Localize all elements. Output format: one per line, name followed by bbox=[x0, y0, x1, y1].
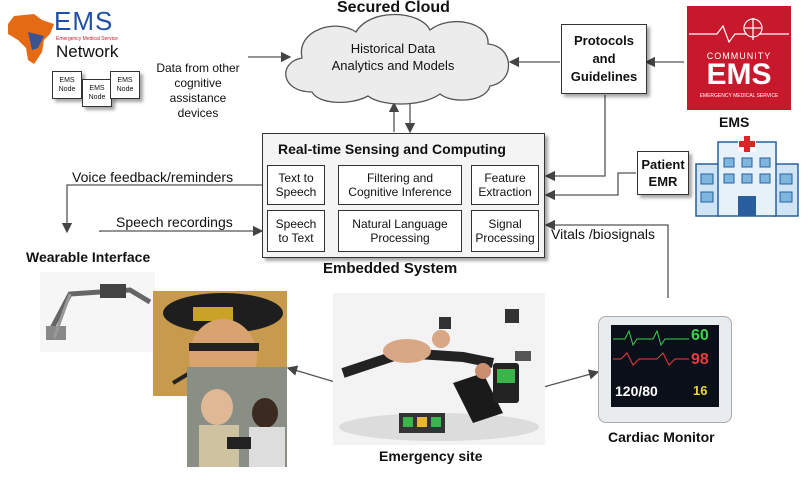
cardiac-monitor: 60 98 120/80 16 bbox=[598, 316, 732, 423]
cloud-text: Historical Data Analytics and Models bbox=[318, 40, 468, 74]
community-ems-sub: EMERGENCY MEDICAL SERVICE bbox=[699, 93, 779, 99]
cloud-shape bbox=[285, 13, 510, 105]
headset-icon bbox=[46, 284, 152, 340]
other-devices-line-3: assistance bbox=[169, 91, 227, 105]
cardiac-monitor-label: Cardiac Monitor bbox=[608, 429, 715, 445]
monitor-resp-rate: 16 bbox=[693, 383, 708, 398]
signal-line-1: Signal bbox=[488, 217, 522, 231]
vitals-label: Vitals /biosignals bbox=[551, 226, 656, 242]
other-devices-text: Data from other cognitive assistance dev… bbox=[146, 61, 250, 121]
community-ems-main: EMS bbox=[706, 58, 772, 91]
monitor-spo2: 98 bbox=[691, 351, 709, 368]
speech-to-text-line-1: Speech bbox=[275, 217, 317, 231]
emergency-site-image bbox=[333, 293, 545, 445]
ems-network-logo: EMS Emergency Medical Service Network bbox=[4, 6, 144, 68]
monitor-blood-pressure: 120/80 bbox=[615, 383, 658, 399]
ems-node-3-label: EMS Node bbox=[116, 77, 134, 93]
protocols-line-1: Protocols bbox=[574, 33, 634, 48]
ems-logo-text: EMS bbox=[54, 6, 114, 36]
responders-scene-icon bbox=[187, 367, 287, 467]
protocols-line-3: Guidelines bbox=[570, 69, 638, 84]
voice-feedback-label: Voice feedback/reminders bbox=[72, 169, 234, 185]
nlp-line-2: Processing bbox=[370, 231, 430, 245]
ems-node-1: EMS Node bbox=[52, 71, 82, 99]
nlp-box: Natural Language Processing bbox=[338, 210, 462, 252]
speech-recordings-label: Speech recordings bbox=[116, 214, 233, 230]
cloud-line-2: Analytics and Models bbox=[331, 58, 455, 73]
community-ems-top: COMMUNITY bbox=[706, 51, 772, 61]
feature-line-2: Extraction bbox=[478, 185, 532, 199]
protocols-line-2: and bbox=[592, 51, 616, 66]
ecg-star-of-life-icon bbox=[689, 18, 789, 44]
wearable-device-image bbox=[40, 272, 155, 352]
signal-processing-box: Signal Processing bbox=[471, 210, 539, 252]
feature-extraction-box: Feature Extraction bbox=[471, 165, 539, 205]
other-devices-line-1: Data from other bbox=[156, 61, 240, 75]
filtering-line-2: Cognitive Inference bbox=[348, 185, 452, 199]
ems-logo-subtitle: Emergency Medical Service bbox=[56, 36, 118, 42]
ems-node-3: EMS Node bbox=[110, 71, 140, 99]
speech-to-text-box: Speech to Text bbox=[267, 210, 325, 252]
emergency-site-label: Emergency site bbox=[379, 448, 483, 464]
africa-map-icon bbox=[8, 14, 54, 64]
patient-emr-box: Patient EMR bbox=[637, 151, 689, 195]
monitor-heart-rate: 60 bbox=[691, 327, 709, 344]
responders-photo bbox=[187, 367, 287, 467]
filtering-box: Filtering and Cognitive Inference bbox=[338, 165, 462, 205]
filtering-line-1: Filtering and bbox=[366, 171, 434, 185]
patient-emr-line-1: Patient bbox=[641, 157, 685, 172]
ems-node-2-label: EMS Node bbox=[88, 85, 106, 101]
protocols-box: Protocols and Guidelines bbox=[561, 24, 647, 94]
signal-line-2: Processing bbox=[475, 231, 535, 245]
ems-network-label: Network bbox=[56, 42, 119, 61]
community-ems-caption: EMS bbox=[719, 114, 750, 130]
hospital-icon bbox=[695, 134, 799, 217]
cloud-line-1: Historical Data bbox=[350, 41, 436, 56]
patient-emr-line-2: EMR bbox=[648, 174, 678, 189]
speech-to-text-line-2: to Text bbox=[278, 231, 314, 245]
patient-scene-icon bbox=[339, 309, 539, 441]
feature-line-1: Feature bbox=[484, 171, 526, 185]
cloud-title: Secured Cloud bbox=[337, 0, 450, 16]
other-devices-line-2: cognitive bbox=[174, 76, 222, 90]
other-devices-line-4: devices bbox=[177, 106, 219, 120]
text-to-speech-line-1: Text to bbox=[278, 171, 314, 185]
text-to-speech-line-2: Speech bbox=[275, 185, 317, 199]
nlp-line-1: Natural Language bbox=[352, 217, 448, 231]
monitor-screen: 60 98 120/80 16 bbox=[611, 325, 719, 407]
ecg-waveform-icon bbox=[613, 329, 689, 366]
embedded-system-title: Real-time Sensing and Computing bbox=[278, 141, 506, 157]
ems-node-2: EMS Node bbox=[82, 79, 112, 107]
community-ems-logo: COMMUNITY EMS EMERGENCY MEDICAL SERVICE bbox=[687, 6, 791, 110]
wearable-interface-label: Wearable Interface bbox=[26, 249, 151, 265]
text-to-speech-box: Text to Speech bbox=[267, 165, 325, 205]
ems-node-1-label: EMS Node bbox=[58, 77, 76, 93]
embedded-system-caption: Embedded System bbox=[323, 260, 458, 277]
